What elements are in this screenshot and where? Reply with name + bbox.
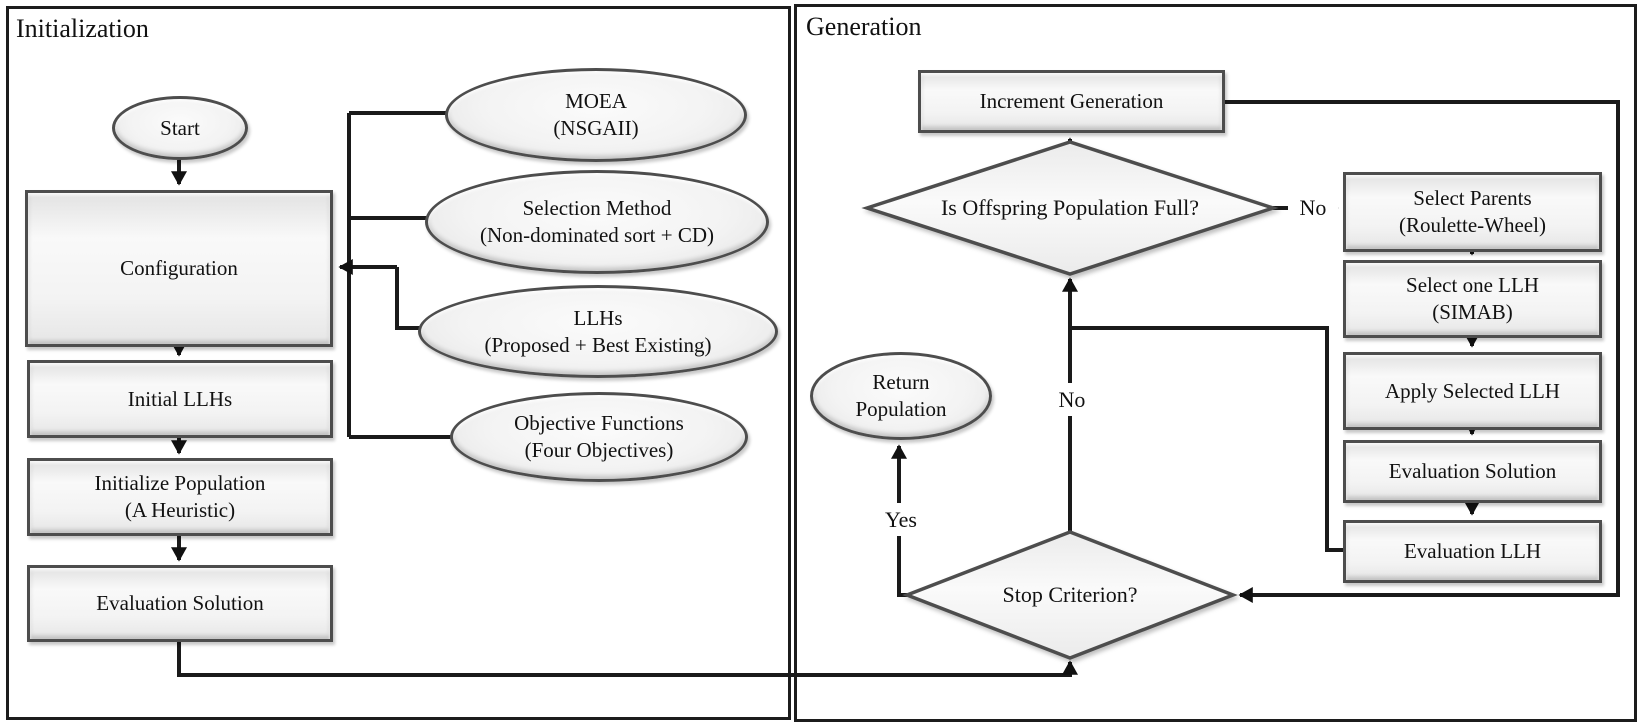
node-select-parents: Select Parents (Roulette-Wheel) xyxy=(1343,172,1602,252)
node-configuration: Configuration xyxy=(25,190,333,347)
node-apply-selected-llh: Apply Selected LLH xyxy=(1343,352,1602,430)
node-selection-method: Selection Method (Non-dominated sort + C… xyxy=(425,170,769,274)
node-evaluation-llh-label: Evaluation LLH xyxy=(1403,539,1542,564)
node-increment-generation-label: Increment Generation xyxy=(979,89,1164,114)
node-moea-label: MOEA (NSGAII) xyxy=(553,89,639,140)
node-evaluation-solution-init-label: Evaluation Solution xyxy=(96,591,264,616)
edge-increment-stop-loop xyxy=(1225,100,1620,603)
node-apply-selected-llh-label: Apply Selected LLH xyxy=(1385,378,1560,403)
node-select-one-llh-label: Select one LLH (SIMAB) xyxy=(1406,273,1539,324)
node-increment-generation: Increment Generation xyxy=(918,70,1225,133)
node-return-population-label: Return Population xyxy=(855,370,947,421)
node-evaluation-solution-gen-label: Evaluation Solution xyxy=(1388,459,1557,484)
node-select-one-llh: Select one LLH (SIMAB) xyxy=(1343,260,1602,338)
edge-evaluation-llh-loop xyxy=(1070,326,1343,552)
node-initialize-population-label: Initialize Population (A Heuristic) xyxy=(94,471,266,522)
node-evaluation-solution-gen: Evaluation Solution xyxy=(1343,440,1602,503)
panel-initialization xyxy=(6,6,791,720)
node-selection-method-label: Selection Method (Non-dominated sort + C… xyxy=(479,196,715,247)
edge-llhs-step xyxy=(395,267,420,330)
edge-label-offspring-no: No xyxy=(1288,192,1338,224)
node-evaluation-solution-init: Evaluation Solution xyxy=(27,565,333,642)
panel-generation-title: Generation xyxy=(806,12,922,41)
node-llhs: LLHs (Proposed + Best Existing) xyxy=(418,285,778,378)
edge-evaluation-solution-stop-criterion xyxy=(177,642,1078,677)
node-evaluation-llh: Evaluation LLH xyxy=(1343,520,1602,583)
node-objective-functions-label: Objective Functions (Four Objectives) xyxy=(514,411,684,462)
stop-criterion-diamond xyxy=(902,530,1238,660)
node-start-label: Start xyxy=(160,115,200,140)
panel-initialization-title: Initialization xyxy=(16,14,149,43)
node-llhs-label: LLHs (Proposed + Best Existing) xyxy=(484,305,712,357)
node-objective-functions: Objective Functions (Four Objectives) xyxy=(450,392,748,482)
edge-label-stop-yes: Yes xyxy=(872,503,930,536)
node-configuration-label: Configuration xyxy=(120,256,238,281)
node-start: Start xyxy=(112,96,248,160)
node-select-parents-label: Select Parents (Roulette-Wheel) xyxy=(1399,186,1546,237)
node-initialize-population: Initialize Population (A Heuristic) xyxy=(27,458,333,536)
node-moea: MOEA (NSGAII) xyxy=(445,68,747,162)
panel-generation xyxy=(794,4,1637,722)
node-return-population: Return Population xyxy=(810,352,992,440)
node-initial-llhs-label: Initial LLHs xyxy=(127,386,233,411)
offspring-full-diamond xyxy=(861,140,1279,276)
edge-label-stop-no: No xyxy=(1046,383,1098,416)
node-initial-llhs: Initial LLHs xyxy=(27,360,333,438)
